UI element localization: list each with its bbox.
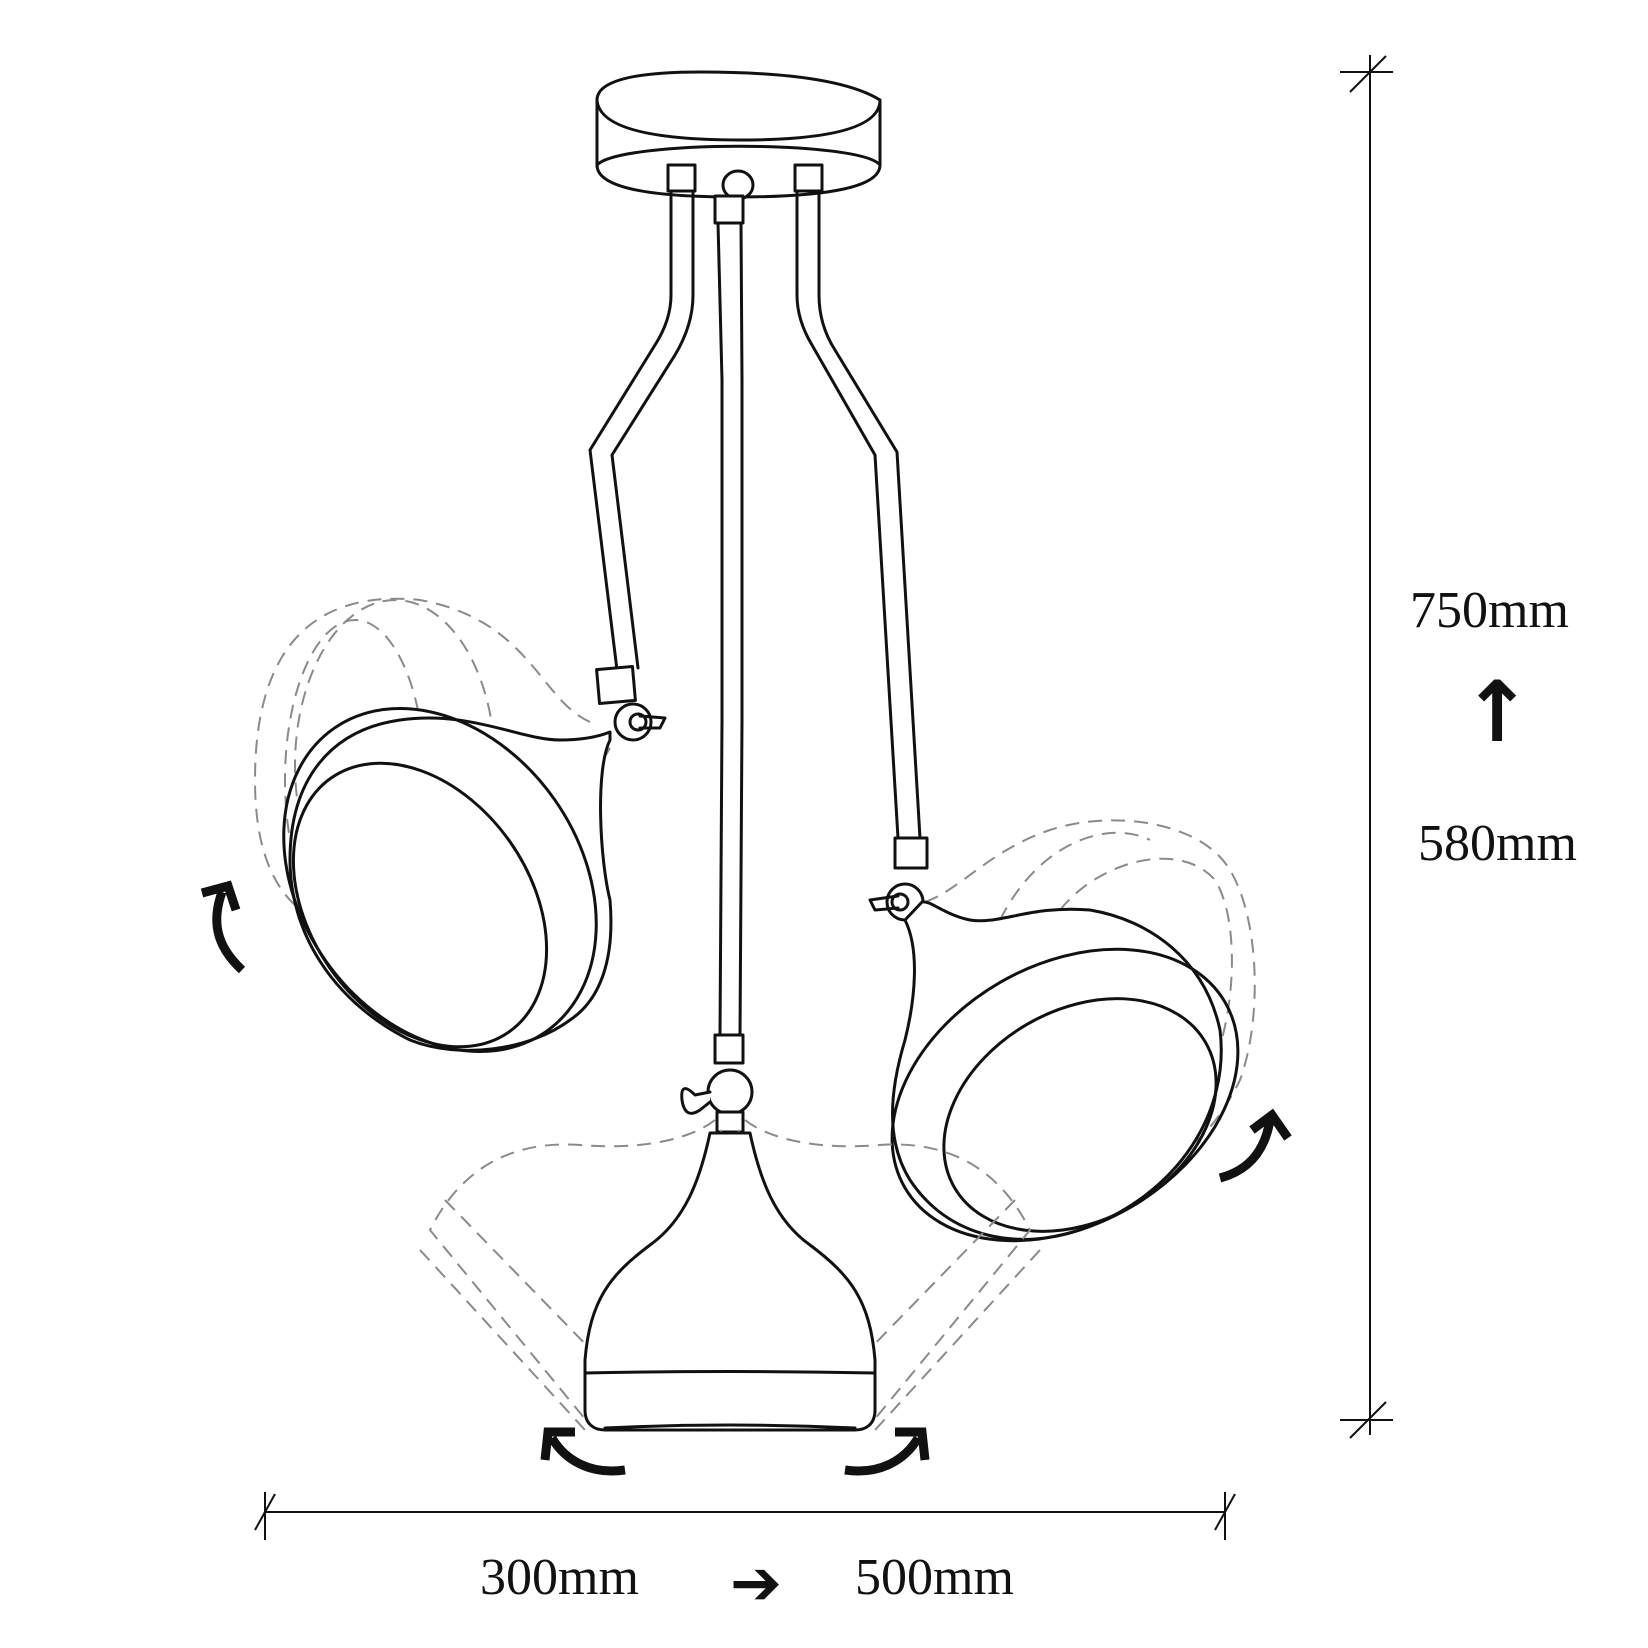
height-max-label: 750mm bbox=[1410, 582, 1569, 639]
center-shade-rotation-right-arrow-icon bbox=[844, 1427, 930, 1476]
center-shade bbox=[583, 1131, 877, 1432]
arrow-up-icon: ↑ bbox=[1462, 663, 1533, 761]
left-arm bbox=[588, 163, 697, 742]
left-shade-rotation-arrow-icon bbox=[200, 880, 246, 974]
height-dimension-line bbox=[1340, 55, 1393, 1439]
width-dimension-line bbox=[254, 1492, 1236, 1540]
right-arm bbox=[793, 163, 929, 922]
right-shade-rotation-arrow-icon bbox=[1218, 1108, 1292, 1183]
arrow-right-icon: ➔ bbox=[730, 1546, 782, 1619]
center-arm bbox=[680, 169, 755, 1134]
center-shade-rotation-left-arrow-icon bbox=[540, 1427, 626, 1476]
width-max-label: 500mm bbox=[855, 1549, 1014, 1606]
width-min-label: 300mm bbox=[480, 1549, 639, 1606]
left-shade bbox=[282, 706, 613, 1054]
right-shade bbox=[890, 900, 1240, 1243]
height-min-label: 580mm bbox=[1418, 815, 1577, 872]
right-shade-phantom bbox=[924, 819, 1256, 1151]
